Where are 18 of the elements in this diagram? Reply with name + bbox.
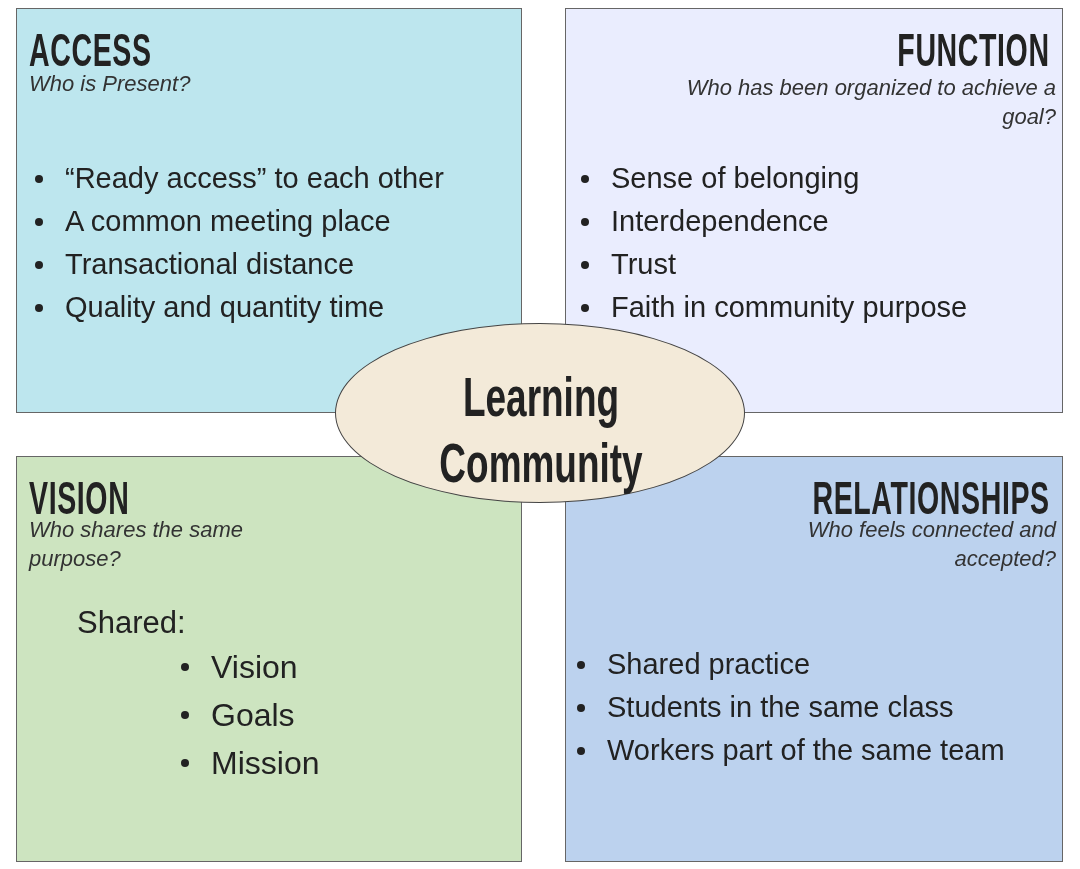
- list-intro: Shared:: [77, 605, 186, 641]
- bullet-item: Vision: [211, 649, 298, 685]
- bullet-item: Workers part of the same team: [607, 734, 1005, 766]
- bullet-item: Shared practice: [607, 648, 811, 680]
- bullet-item: A common meeting place: [65, 205, 391, 237]
- bullet-item: Goals: [211, 697, 295, 733]
- bullet-item: Trust: [611, 248, 676, 280]
- bullet-item: Mission: [211, 745, 320, 781]
- bullet-item: Interdependence: [611, 205, 829, 237]
- bullet-item: “Ready access” to each other: [65, 162, 444, 194]
- bullet-item: Faith in community purpose: [611, 291, 968, 323]
- quadrant-heading: FUNCTION: [897, 23, 1050, 77]
- bullet-item: Sense of belonging: [611, 162, 860, 194]
- bullet-item: Transactional distance: [65, 248, 355, 280]
- center-title: Learning Community: [438, 364, 644, 496]
- bullet-item: Quality and quantity time: [65, 291, 385, 323]
- bullet-item: Students in the same class: [607, 691, 954, 723]
- question-text: Who has been organized to achieve a goal?: [686, 74, 1056, 131]
